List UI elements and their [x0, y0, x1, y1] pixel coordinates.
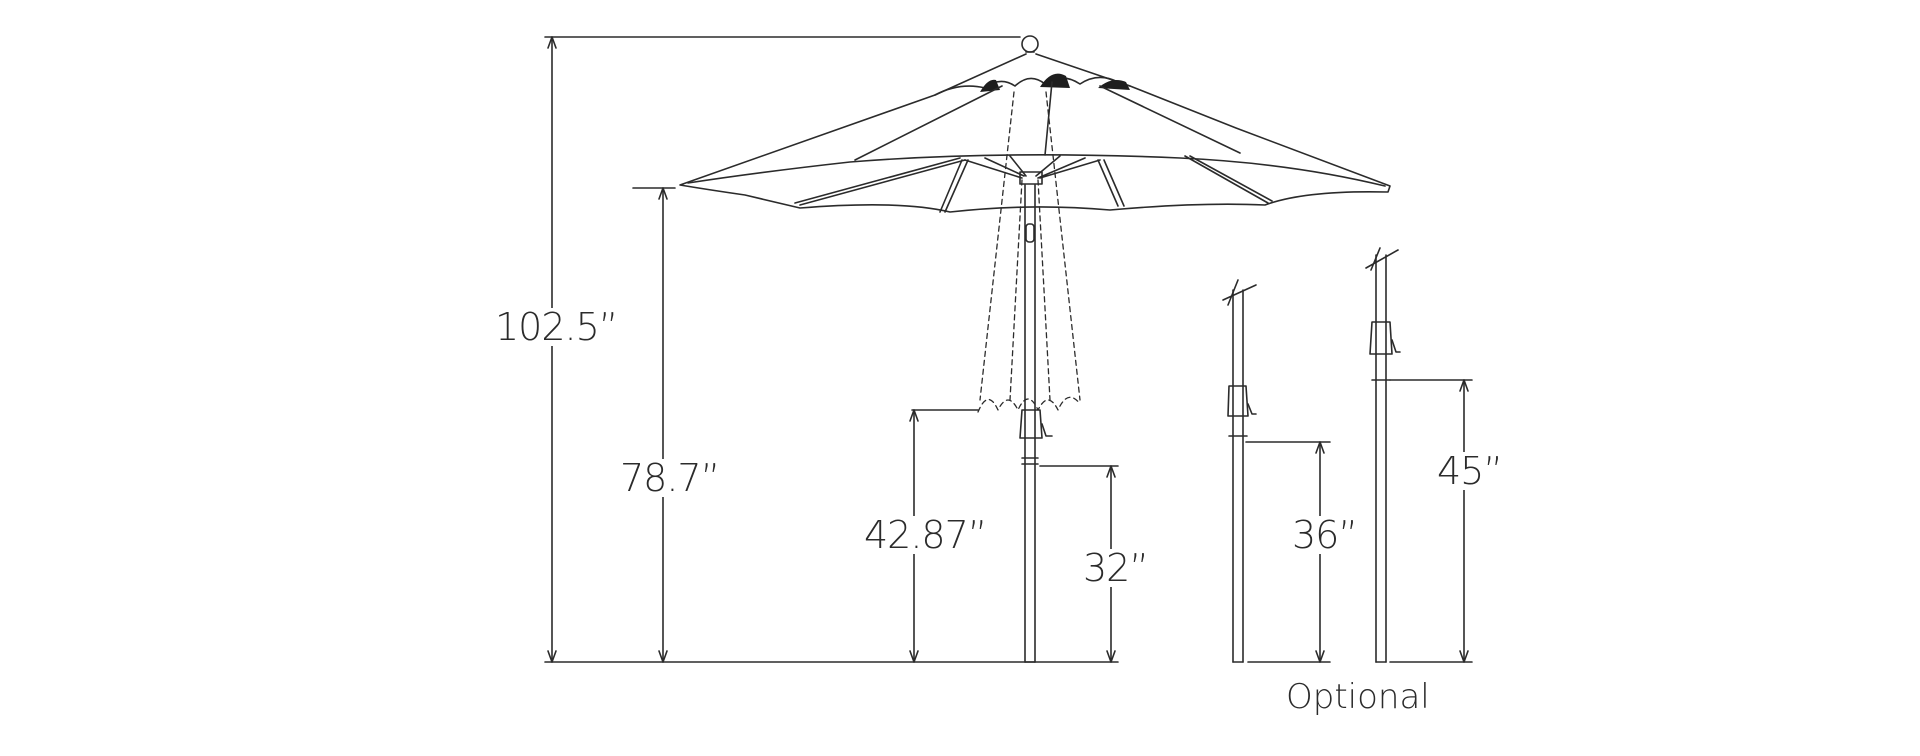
runner-hub: [1019, 171, 1043, 185]
tilt-height-standard-label: 32”: [1083, 546, 1149, 590]
crank-cord-cone: [977, 91, 1081, 413]
tilt-button: [1025, 223, 1035, 243]
crank-housing: [1369, 321, 1393, 355]
canopy-shadow-center: [1040, 73, 1070, 88]
dimension-canopy-clearance: [632, 187, 676, 663]
market-umbrella: [679, 35, 1391, 663]
crank-housing: [1227, 385, 1249, 417]
crank-handle: [1041, 423, 1053, 437]
stretchers: [964, 155, 1101, 179]
canopy-seam: [854, 85, 1003, 161]
canopy-seam: [1099, 85, 1241, 154]
dimension-tilt-height-optional-tall: [1389, 379, 1473, 663]
rib-mid-right: [1097, 159, 1125, 207]
overall-height-label: 102.5”: [495, 305, 618, 349]
rib-left: [794, 157, 966, 206]
tilt-height-optional-tall-label: 45”: [1437, 449, 1503, 493]
crank-handle: [1391, 339, 1401, 353]
rib-right: [1184, 155, 1273, 204]
crank-height-label: 42.87”: [864, 513, 987, 557]
tilt-height-optional-short-label: 36”: [1292, 513, 1358, 557]
canopy-underside: [687, 154, 1386, 187]
finial: [1021, 35, 1039, 53]
crank-handle: [1247, 403, 1257, 415]
rib-mid-left: [939, 159, 969, 213]
canopy-shadow-right: [1098, 80, 1130, 90]
canopy-clearance-label: 78.7”: [620, 456, 720, 500]
crank-housing: [1019, 409, 1043, 439]
canopy-valance: [934, 76, 1131, 96]
dimension-overall-height: [544, 36, 1021, 663]
optional-caption: Optional: [1286, 677, 1430, 717]
break-mark: [1222, 279, 1257, 306]
break-mark: [1365, 247, 1399, 271]
optional-pole-tall: [1365, 247, 1401, 663]
canopy-outline: [679, 53, 1391, 213]
optional-pole-short: [1222, 279, 1257, 663]
